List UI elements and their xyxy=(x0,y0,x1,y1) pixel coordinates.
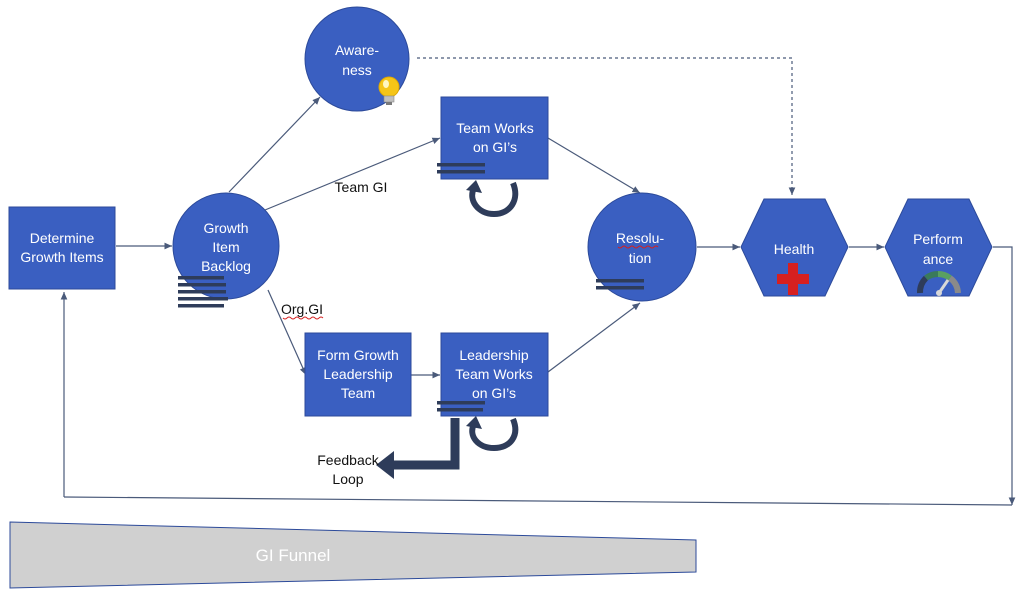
edge-label-org-gi: Org.GI xyxy=(281,301,323,317)
connectors xyxy=(60,57,1016,506)
lightbulb-icon xyxy=(378,76,400,105)
node-determine-growth-items[interactable]: Determine Growth Items xyxy=(8,206,116,290)
node-leadership-team-works[interactable]: Leadership Team Works on GI’s xyxy=(437,332,549,417)
gauge-icon xyxy=(917,271,961,296)
feedback-label-line1: Feedback xyxy=(317,452,379,468)
formgrowth-label-line1: Form Growth xyxy=(317,347,399,363)
red-cross-icon xyxy=(777,263,809,295)
edge-label-team-gi: Team GI xyxy=(335,179,388,195)
edge-leadership-resolution xyxy=(547,302,641,373)
node-growth-item-backlog[interactable]: Growth Item Backlog xyxy=(172,192,280,308)
list-lines-icon xyxy=(437,163,485,174)
resolution-label-line2: tion xyxy=(629,250,652,266)
formgrowth-label-line3: Team xyxy=(341,385,375,401)
node-performance[interactable]: Perform ance xyxy=(884,198,993,297)
funnel-label: GI Funnel xyxy=(256,546,331,565)
health-label: Health xyxy=(774,241,814,257)
list-lines-icon xyxy=(437,401,485,412)
backlog-label-line2: Item xyxy=(212,239,239,255)
gi-funnel: GI Funnel xyxy=(9,521,697,589)
determine-label-line1: Determine xyxy=(30,230,95,246)
spellcheck-underline xyxy=(282,316,324,320)
node-resolution[interactable]: Resolu- tion xyxy=(587,192,697,302)
edge-backlog-awareness xyxy=(228,96,321,193)
node-form-growth-leadership-team[interactable]: Form Growth Leadership Team xyxy=(304,332,412,417)
awareness-label-line2: ness xyxy=(342,62,372,78)
spellcheck-underline xyxy=(617,245,659,249)
formgrowth-label-line2: Leadership xyxy=(323,366,392,382)
awareness-label-line1: Aware- xyxy=(335,42,379,58)
feedback-label-line2: Loop xyxy=(332,471,363,487)
backlog-label-line3: Backlog xyxy=(201,258,251,274)
performance-label-line2: ance xyxy=(923,251,954,267)
backlog-label-line1: Growth xyxy=(203,220,248,236)
resolution-label-line1: Resolu- xyxy=(616,230,665,246)
edge-awareness-health-dashed xyxy=(417,57,796,195)
node-awareness[interactable]: Aware- ness xyxy=(304,6,410,112)
list-lines-icon xyxy=(178,276,228,308)
feedback-loop-arrow xyxy=(376,418,460,479)
circular-arrow-icon xyxy=(466,416,519,452)
edge-performance-return xyxy=(993,246,1016,505)
teamworks-label-line2: on GI’s xyxy=(473,139,517,155)
determine-label-line2: Growth Items xyxy=(20,249,103,265)
edge-backlog-teamworks xyxy=(264,137,441,211)
edge-teamworks-resolution xyxy=(547,137,641,194)
edge-backlog-formgrowth xyxy=(267,289,307,376)
teamworks-label-line1: Team Works xyxy=(456,120,534,136)
leadership-label-line2: Team Works xyxy=(455,366,533,382)
circular-arrow-icon xyxy=(466,180,519,218)
edge-return-bottom xyxy=(63,496,1013,506)
leadership-label-line3: on GI’s xyxy=(472,385,516,401)
leadership-label-line1: Leadership xyxy=(459,347,528,363)
node-health[interactable]: Health xyxy=(740,198,849,297)
performance-label-line1: Perform xyxy=(913,231,963,247)
node-team-works[interactable]: Team Works on GI’s xyxy=(437,96,549,180)
list-lines-icon xyxy=(596,279,644,290)
